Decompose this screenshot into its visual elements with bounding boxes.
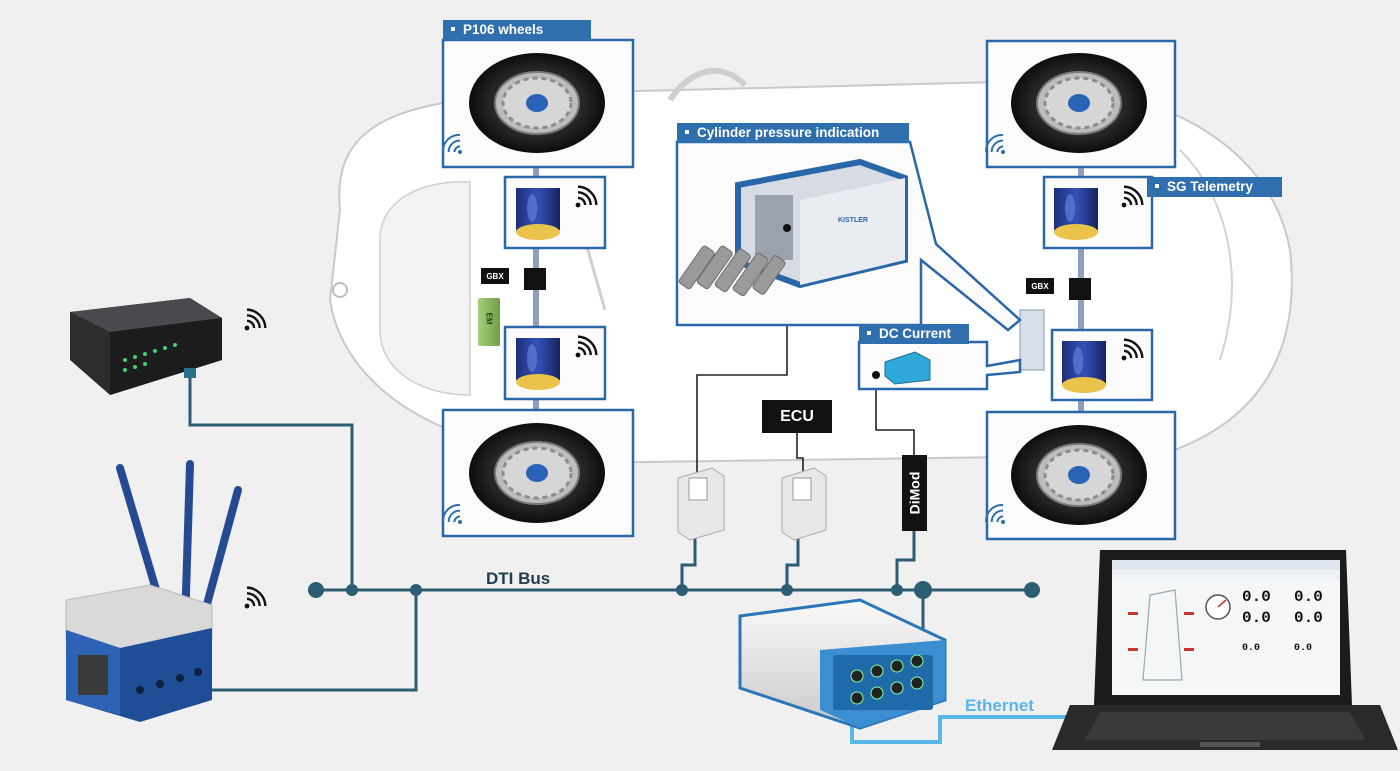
logger-wifi-icon: [243, 304, 271, 332]
readout-3: 0.0: [1242, 609, 1271, 627]
readout-5: 0.0: [1242, 643, 1260, 654]
bullet-icon: [685, 130, 689, 135]
tire-rear-right-icon: [1009, 423, 1149, 527]
bullet-icon: [867, 331, 871, 336]
tire-front-left-icon: [467, 51, 607, 155]
bullet-icon: [451, 27, 455, 32]
readout-1: 0.0: [1242, 588, 1271, 606]
bus-nodes: [308, 581, 1040, 599]
gbx-front-label: GBX: [481, 268, 509, 284]
svg-text:KISTLER: KISTLER: [838, 217, 868, 224]
callout-dc-current: DC Current: [859, 324, 969, 344]
callout-cylinder-pressure: Cylinder pressure indication: [677, 123, 909, 143]
ecu-box: ECU: [762, 400, 832, 433]
receiver-wifi-icon: [243, 582, 271, 610]
tire-front-right-icon: [1009, 51, 1149, 155]
readout-4: 0.0: [1294, 609, 1323, 627]
em-label: EM: [484, 312, 494, 325]
cylinder-frame: KISTLER: [675, 140, 1022, 332]
readout-6: 0.0: [1294, 643, 1312, 654]
readout-2: 0.0: [1294, 588, 1323, 606]
dti-bus-label: DTI Bus: [486, 569, 550, 588]
dc-current-frame: [857, 340, 1022, 391]
callout-p106-wheels: P106 wheels: [443, 20, 591, 40]
dimod-box: DiMod: [902, 455, 927, 531]
measurement-amplifier-device: [738, 598, 947, 730]
tire-rear-left-icon: [467, 421, 607, 525]
gbx-rear-label: GBX: [1026, 278, 1054, 294]
ethernet-label: Ethernet: [965, 696, 1034, 715]
bus-connector-modules: [677, 467, 827, 541]
data-logger-device: [70, 298, 222, 395]
laptop-readouts: 0.0 0.0 0.0 0.0 0.0 0.0: [1242, 588, 1323, 654]
callout-sg-telemetry: SG Telemetry: [1147, 177, 1282, 197]
telemetry-receiver-device: [65, 584, 213, 722]
laptop-icon: [1052, 550, 1398, 750]
bullet-icon: [1155, 184, 1159, 189]
